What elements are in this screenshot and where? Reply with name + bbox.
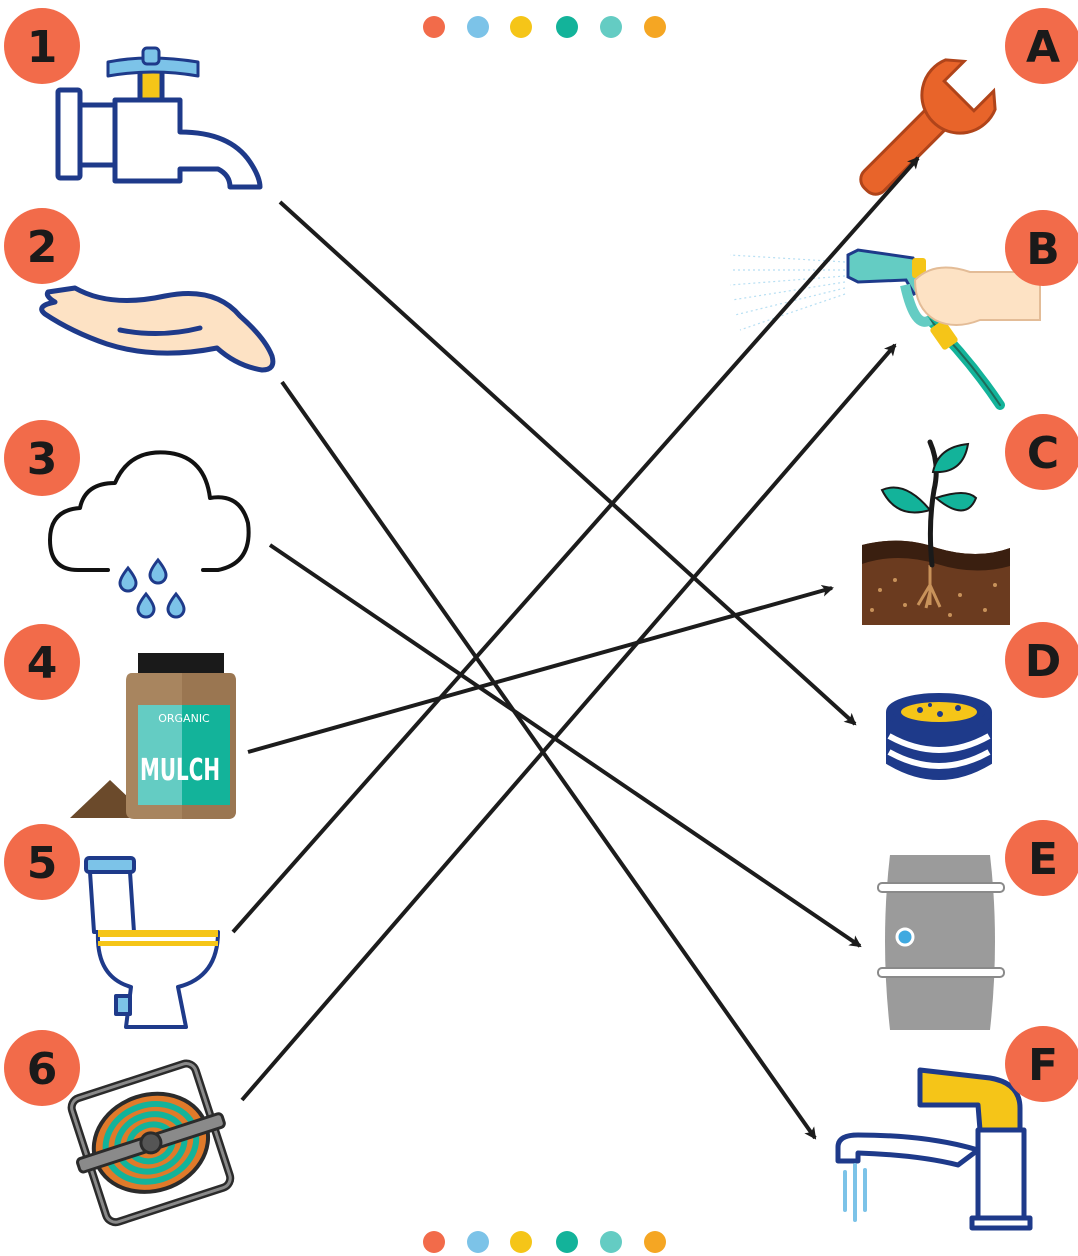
hose-reel-icon [67,1059,235,1227]
badge-label-4: 4 [27,638,58,689]
arrow-1-to-D [278,200,857,726]
badge-A [1005,8,1078,84]
seedling-in-soil-icon [862,439,1010,625]
badge-label-D: D [1025,636,1062,687]
rain-cloud-icon [48,450,251,619]
wrench-icon [859,58,997,196]
decorative-dot [467,1231,489,1253]
decorative-dot [644,1231,666,1253]
decorative-dot [423,16,445,38]
leaky-pipe-icon [886,693,992,780]
badge-label-F: F [1028,1040,1058,1091]
mulch-organic-text: ORGANIC [158,712,210,725]
badge-label-5: 5 [27,838,58,889]
right-letter-badges: A B C D E F [1005,8,1078,1102]
badge-2 [4,208,80,284]
badge-3 [4,420,80,496]
badge-B [1005,210,1078,286]
badge-E [1005,820,1078,896]
badge-5 [4,824,80,900]
decorative-dot [556,1231,578,1253]
arrow-3-to-E [268,543,862,948]
decorative-dots-bottom [423,1231,666,1253]
decorative-dot [600,1231,622,1253]
badge-label-6: 6 [27,1044,58,1095]
arrow-2-to-F [280,380,817,1140]
badge-label-2: 2 [27,222,58,273]
connection-arrows [231,156,920,1140]
hose-spray-nozzle-icon [729,248,1041,410]
badge-label-C: C [1027,428,1059,479]
badge-D [1005,622,1078,698]
badge-label-E: E [1028,834,1058,885]
badge-F [1005,1026,1078,1102]
mixer-tap-icon [835,1067,1033,1231]
badge-6 [4,1030,80,1106]
decorative-dot [510,1231,532,1253]
badge-label-1: 1 [27,22,58,73]
arrow-4-to-C [247,584,834,754]
water-tank-icon [877,855,1005,1030]
badge-label-A: A [1026,22,1060,73]
toilet-icon [84,856,220,1029]
outdoor-tap-icon [55,46,263,190]
decorative-dots-top [423,16,666,38]
badge-1 [4,8,80,84]
arrow-6-to-B [240,343,897,1102]
badge-label-3: 3 [27,434,58,485]
left-number-badges: 1 2 3 4 5 6 [4,8,80,1106]
open-hand-icon [39,285,276,373]
decorative-dot [600,16,622,38]
decorative-dot [467,16,489,38]
decorative-dot [423,1231,445,1253]
badge-label-B: B [1026,224,1060,275]
badge-C [1005,414,1078,490]
badge-4 [4,624,80,700]
mulch-bag-icon: ORGANIC MULCH [70,653,236,819]
decorative-dot [556,16,578,38]
mulch-word-text: MULCH [140,753,220,788]
decorative-dot [644,16,666,38]
decorative-dot [510,16,532,38]
arrow-5-to-A [231,156,920,934]
